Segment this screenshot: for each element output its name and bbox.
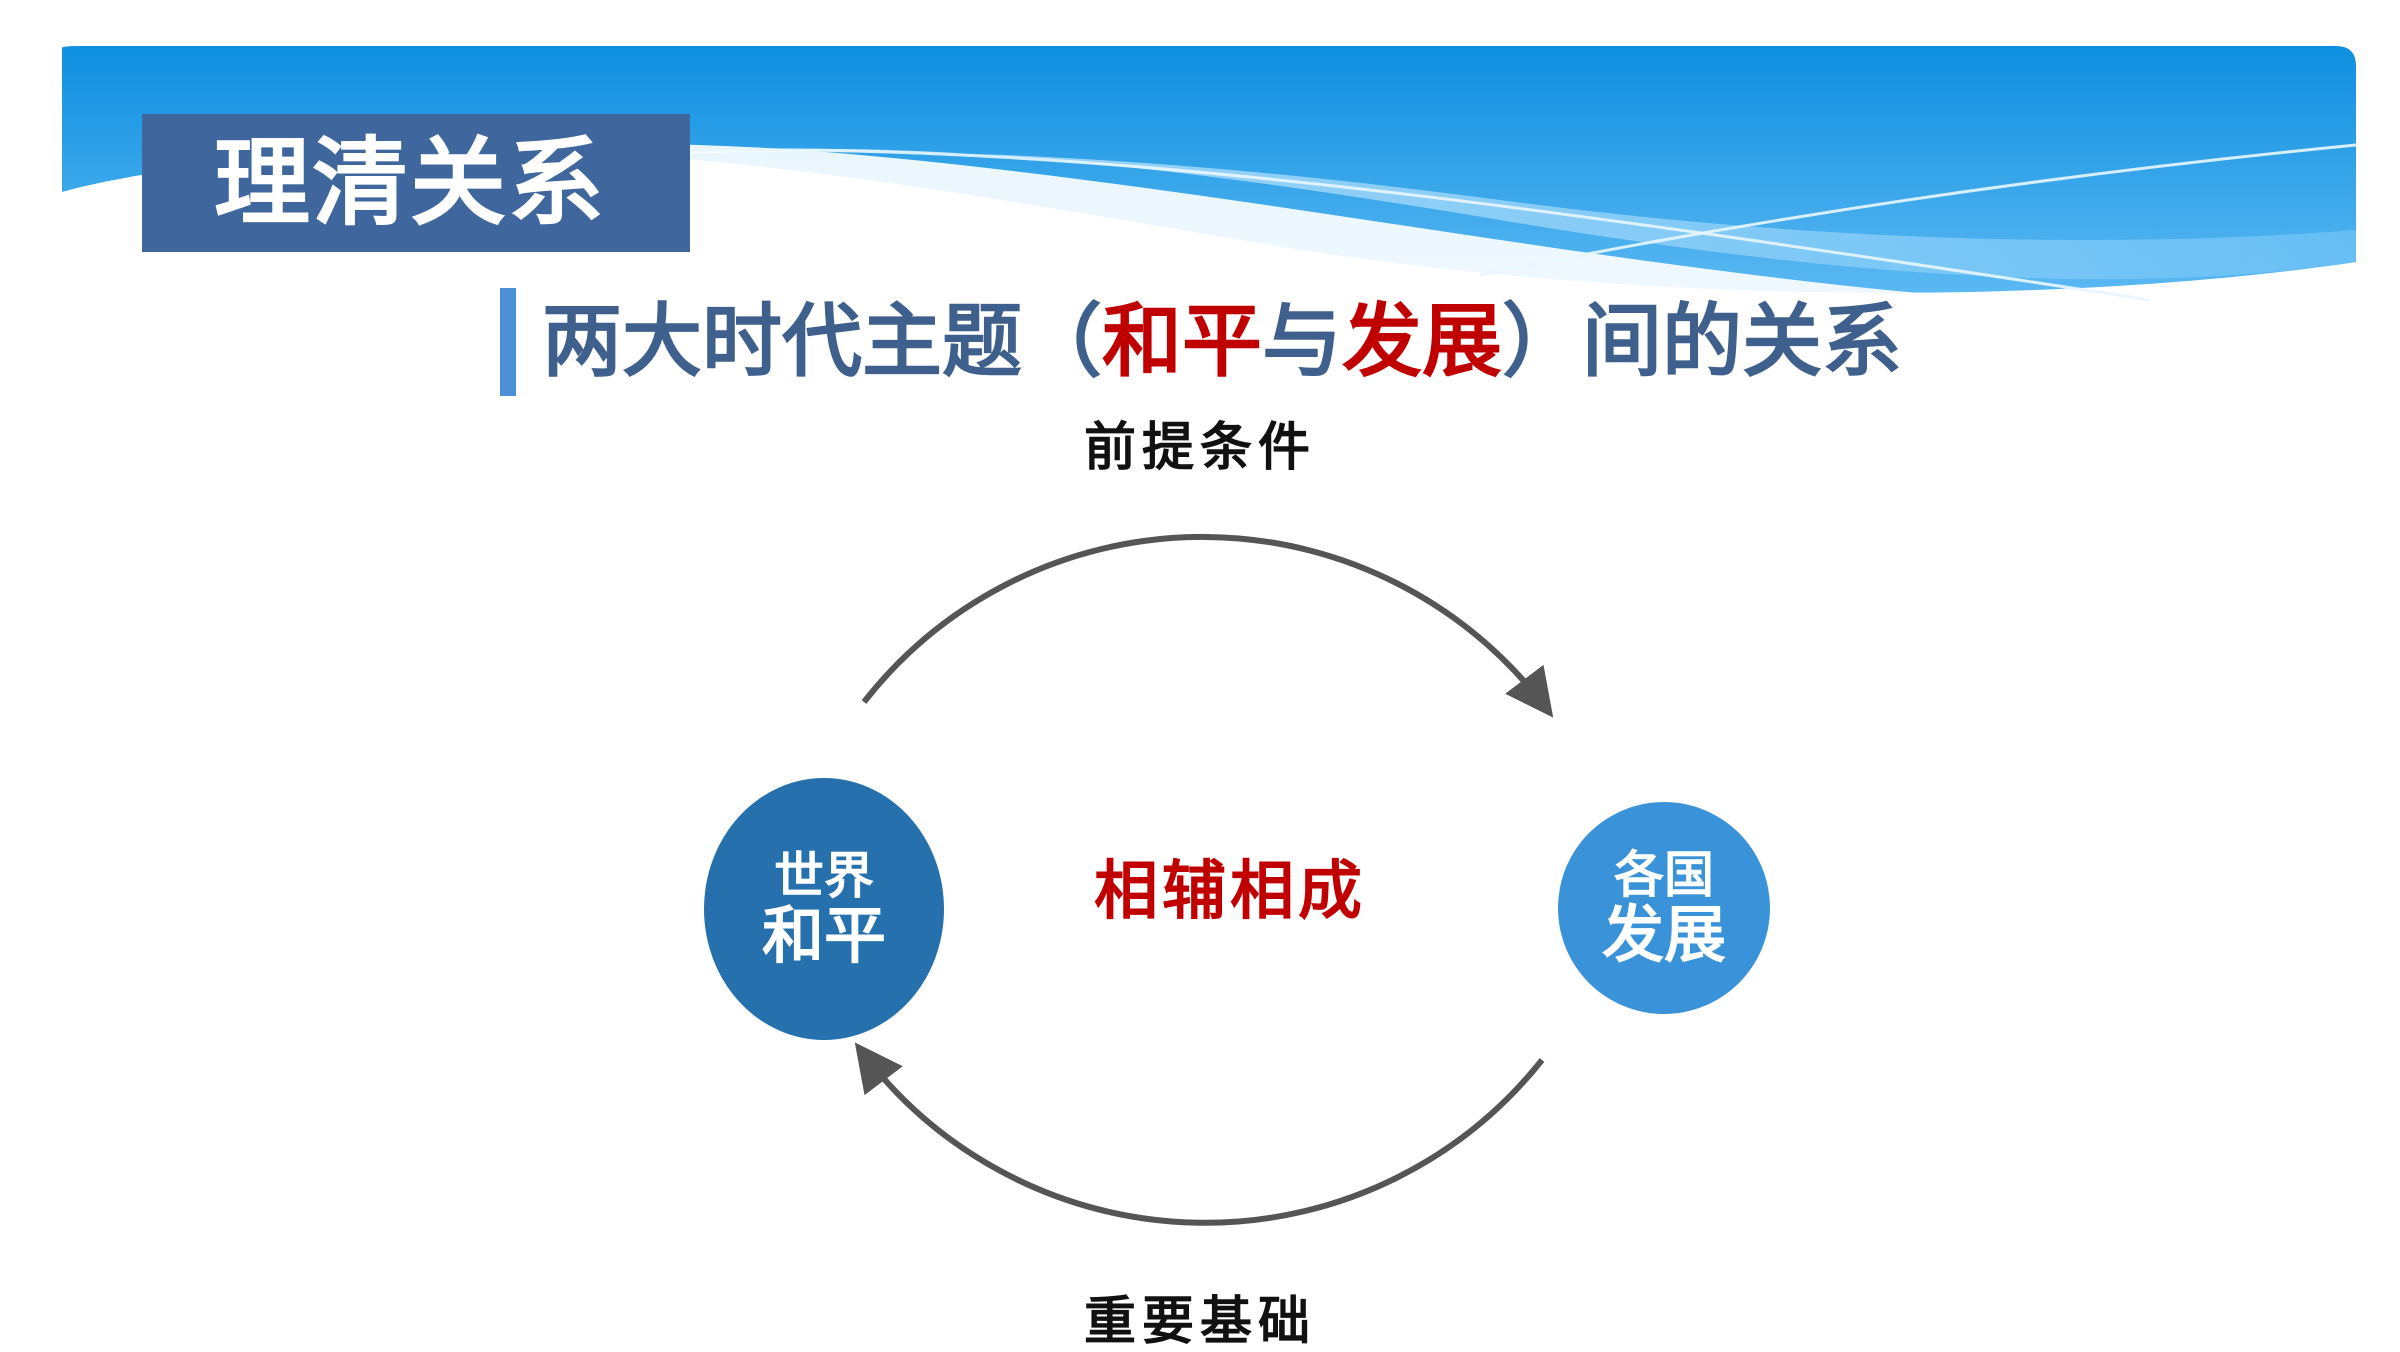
section-title: 理清关系 [214, 127, 606, 239]
node-world-peace-line1: 世界 [774, 846, 874, 905]
subtitle-row: 两大时代主题（和平与发展）间的关系 [500, 288, 1902, 396]
subtitle-term-peace: 和平 [1102, 295, 1262, 388]
subtitle-accent-bar [500, 288, 516, 396]
subtitle-heading: 两大时代主题（和平与发展）间的关系 [542, 302, 1902, 382]
node-world-peace: 世界 和平 [704, 778, 944, 1040]
subtitle-connector: 与 [1262, 295, 1342, 388]
subtitle-term-development: 发展 [1342, 295, 1502, 388]
node-national-development-line1: 各国 [1614, 845, 1714, 904]
node-national-development: 各国 发展 [1558, 802, 1770, 1014]
node-national-development-line2: 发展 [1601, 897, 1726, 971]
top-arc-arrow [861, 533, 1554, 718]
section-title-tag: 理清关系 [142, 114, 690, 252]
bottom-arc-arrow [854, 1042, 1545, 1226]
center-label-complementary: 相辅相成 [1094, 855, 1366, 929]
top-label-precondition: 前提条件 [1083, 418, 1316, 478]
node-world-peace-line2: 和平 [761, 898, 886, 972]
subtitle-prefix: 两大时代主题（ [542, 295, 1102, 388]
subtitle-suffix: ）间的关系 [1502, 295, 1902, 388]
bottom-label-foundation: 重要基础 [1083, 1292, 1316, 1352]
